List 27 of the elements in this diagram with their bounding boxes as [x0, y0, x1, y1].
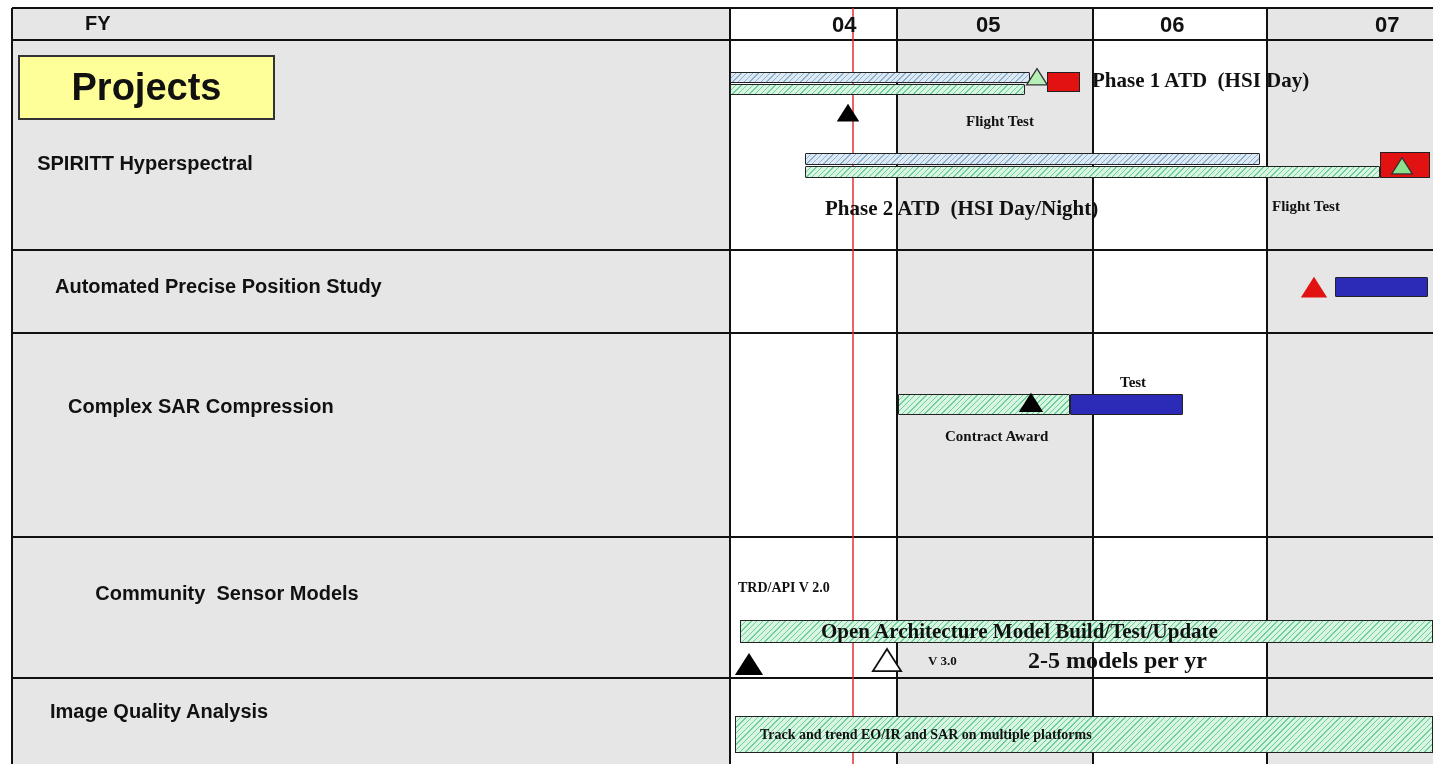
- schedule-bar: [805, 166, 1380, 178]
- project-name: SPIRITT Hyperspectral: [36, 152, 254, 175]
- year-header: 06: [1160, 12, 1185, 38]
- schedule-bar: Track and trend EO/IR and SAR on multiple platforms: [735, 716, 1433, 753]
- title-box: Projects: [18, 55, 275, 120]
- project-name: Community Sensor Models: [94, 582, 360, 605]
- schedule-bar: [1070, 394, 1183, 415]
- milestone-label: Test: [1120, 374, 1147, 392]
- year-header: 07: [1375, 12, 1400, 38]
- project-name: Complex SAR Compression: [68, 395, 334, 418]
- milestone-label: Flight Test: [1272, 198, 1340, 216]
- milestone-label: Flight Test: [966, 113, 1034, 131]
- schedule-bar: Open Architecture Model Build/Test/Update: [740, 620, 1433, 643]
- schedule-bar: [730, 72, 1030, 83]
- schedule-block: [1047, 72, 1080, 92]
- phase-label: Phase 1 ATD (HSI Day): [1092, 68, 1310, 93]
- schedule-bar: [730, 84, 1025, 95]
- year-header: 05: [976, 12, 1001, 38]
- schedule-bar: [898, 394, 1070, 415]
- column-header: FY: [85, 12, 111, 35]
- milestone-label: TRD/API V 2.0: [738, 580, 830, 597]
- schedule-bar: [805, 153, 1260, 165]
- milestone-label: Contract Award: [945, 428, 1049, 446]
- project-name: Automated Precise Position Study: [55, 275, 382, 298]
- milestone-label: V 3.0: [928, 654, 957, 669]
- project-name: Image Quality Analysis: [50, 700, 269, 723]
- schedule-bar: [1335, 277, 1428, 297]
